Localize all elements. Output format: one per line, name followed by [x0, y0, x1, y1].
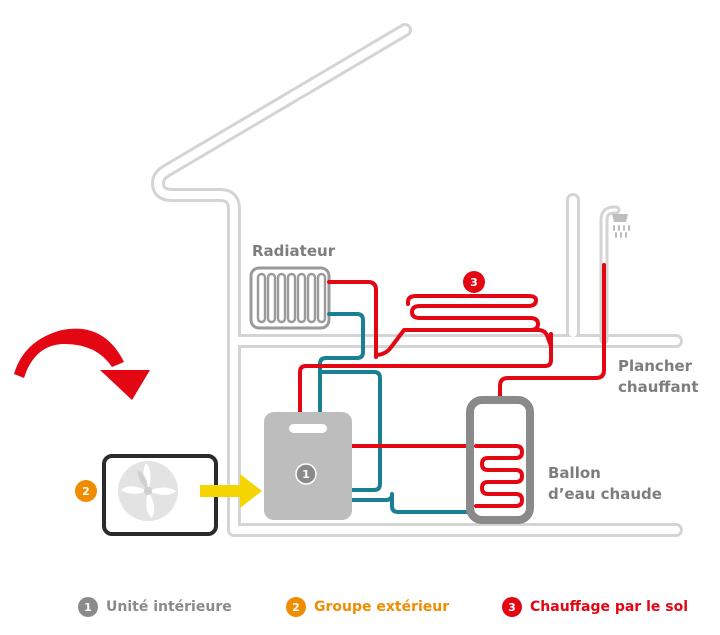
radiator-icon — [249, 266, 331, 330]
floor-heating-badge-number: 3 — [470, 276, 478, 289]
yellow-arrow-icon — [200, 474, 262, 508]
legend-item-outdoor-unit: 2 Groupe extérieur — [286, 596, 449, 618]
hot-pipes — [298, 263, 606, 448]
legend-item-indoor-unit: 1 Unité intérieure — [78, 596, 232, 618]
hot-water-tank — [466, 396, 534, 524]
floor-heating-label-line2: chauffant — [618, 378, 699, 396]
legend-badge-3: 3 — [502, 597, 522, 617]
legend-text-2: Groupe extérieur — [314, 599, 450, 615]
indoor-unit — [264, 412, 352, 520]
fan-icon — [118, 461, 178, 521]
tank-label-line1: Ballon — [548, 464, 601, 482]
tank-label-line2: d’eau chaude — [548, 485, 662, 503]
shower-icon — [599, 205, 630, 345]
legend-badge-2: 2 — [286, 597, 306, 617]
radiator-label: Radiateur — [252, 242, 336, 260]
floor-heating-badge — [463, 271, 485, 293]
cold-pipes — [318, 312, 470, 514]
legend-text-3: Chauffage par le sol — [530, 599, 688, 615]
outdoor-unit-badge — [75, 480, 97, 502]
indoor-unit-badge-number: 1 — [302, 468, 310, 481]
legend-badge-1: 1 — [78, 597, 98, 617]
outdoor-unit — [102, 454, 218, 536]
house-outline-inner — [154, 26, 680, 534]
outdoor-unit-badge-number: 2 — [82, 485, 90, 498]
legend-item-floor-heating: 3 Chauffage par le sol — [502, 596, 688, 618]
floor-heating-label-line1: Plancher — [618, 357, 693, 375]
legend-text-1: Unité intérieure — [106, 599, 232, 615]
curved-arrow-icon — [14, 328, 150, 400]
